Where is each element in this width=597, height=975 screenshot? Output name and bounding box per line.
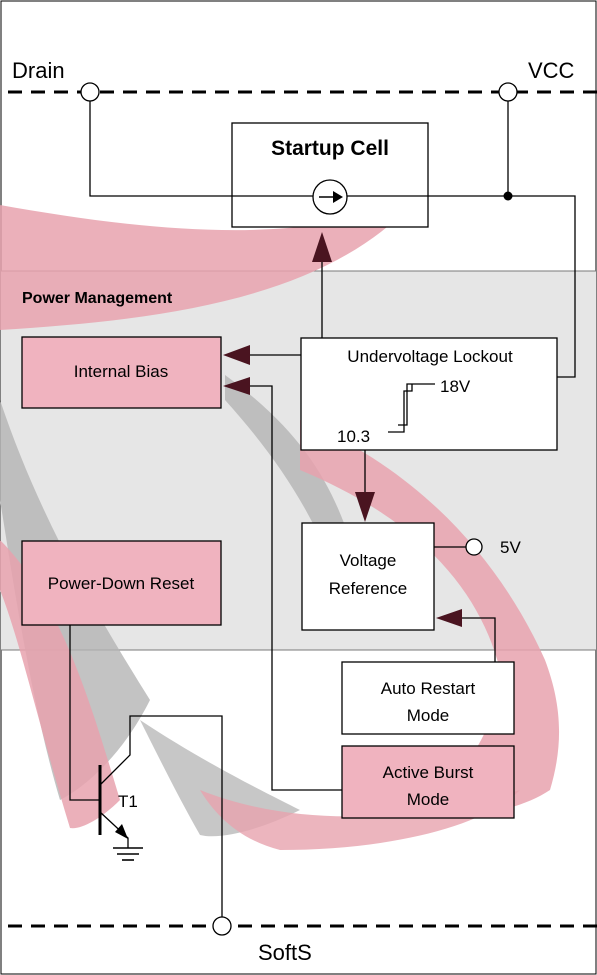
- reset-to-t1-base-wire: [69, 625, 100, 801]
- internal-bias-label: Internal Bias: [74, 362, 169, 381]
- softs-pin-icon: [212, 916, 232, 936]
- internal-bias-block: [21, 336, 222, 409]
- uvlo-to-startup-arrow-icon: [312, 232, 332, 262]
- vref-label-line1: Voltage: [340, 551, 397, 570]
- watermark-swoosh-pink-bottom: [200, 790, 520, 850]
- hysteresis-lower-icon: [388, 384, 413, 433]
- transistor-label: T1: [118, 792, 138, 811]
- vcc-pin-label: VCC: [528, 58, 575, 83]
- startup-cell-block: [231, 122, 429, 228]
- drain-wire: [89, 92, 232, 197]
- vref-output-label: 5V: [500, 538, 521, 557]
- uvlo-label: Undervoltage Lockout: [347, 347, 513, 366]
- power-down-reset-label: Power-Down Reset: [48, 574, 195, 593]
- vcc-pin-icon: [498, 82, 518, 102]
- active-burst-label-line1: Active Burst: [383, 763, 474, 782]
- watermark-swoosh-top: [0, 195, 420, 330]
- active-burst-label-line2: Mode: [407, 790, 450, 809]
- active-burst-block: [341, 745, 515, 819]
- uvlo-block: [300, 337, 558, 451]
- vcc-to-uvlo-wire: [428, 195, 576, 378]
- t1-collector-to-softs-wire: [99, 715, 223, 917]
- restart-to-vref-wire: [462, 617, 496, 662]
- vref-label-line2: Reference: [329, 579, 407, 598]
- drain-pin-label: Drain: [12, 58, 65, 83]
- current-source-arrow-head: [333, 191, 343, 203]
- uvlo-to-bias-arrow-icon: [223, 345, 250, 365]
- watermark-swoosh-gray-mid: [225, 375, 350, 560]
- uvlo-high-threshold: 18V: [440, 377, 471, 396]
- auto-restart-label-line1: Auto Restart: [381, 679, 476, 698]
- uvlo-low-threshold: 10.3: [337, 427, 370, 446]
- vcc-junction-dot: [503, 191, 513, 201]
- t1-emitter-arrow-icon: [115, 824, 128, 839]
- voltage-reference-block: [301, 522, 435, 631]
- auto-restart-block: [341, 661, 515, 735]
- burst-to-bias-arrow-icon: [223, 377, 250, 395]
- uvlo-to-vref-arrow-icon: [355, 492, 375, 522]
- softs-pin-label: SoftS: [258, 940, 312, 965]
- watermark-swoosh-gray-bottom: [140, 720, 300, 837]
- startup-cell-label: Startup Cell: [271, 137, 389, 160]
- vref-output-pin-icon: [465, 538, 483, 556]
- auto-restart-label-line2: Mode: [407, 706, 450, 725]
- burst-to-bias-wire: [250, 385, 342, 791]
- t1-emitter-wire: [99, 811, 129, 848]
- section-title: Power Management: [22, 290, 173, 307]
- hysteresis-upper-icon: [398, 383, 435, 426]
- power-down-reset-block: [21, 540, 222, 626]
- drain-pin-icon: [80, 82, 100, 102]
- restart-to-vref-arrow-icon: [436, 609, 462, 627]
